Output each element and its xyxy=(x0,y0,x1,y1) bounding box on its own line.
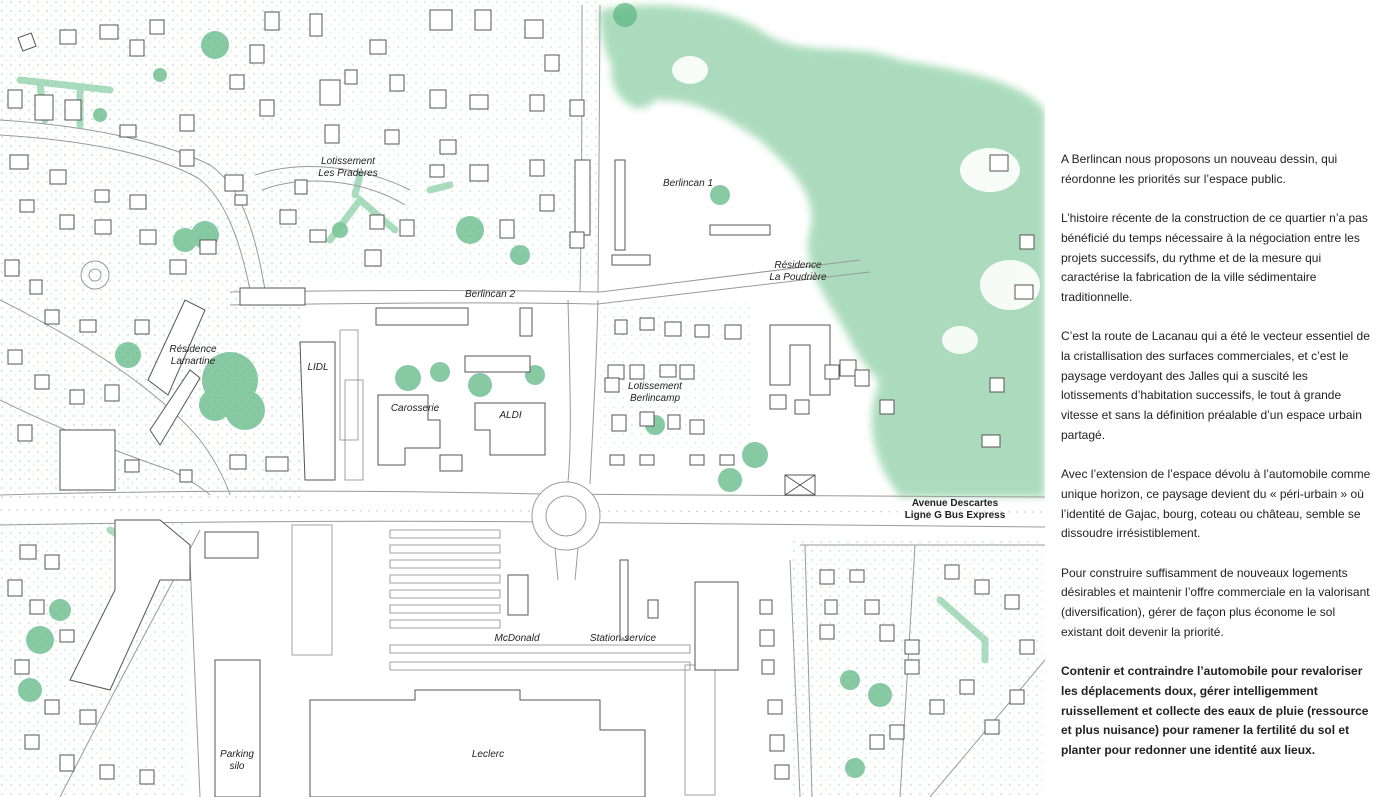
label-parking-silo-line1: Parking xyxy=(220,749,254,760)
label-lotissement-berlincamp-line2: Berlincamp xyxy=(629,393,681,404)
buildings xyxy=(4,9,1035,797)
paragraph-3: C’est la route de Lacanau qui a été le v… xyxy=(1061,329,1370,442)
paragraph-2: L’histoire récente de la construction de… xyxy=(1061,211,1368,304)
label-leclerc: Leclerc xyxy=(471,749,505,760)
woodland-clearings xyxy=(672,56,1040,354)
label-residence-lamartine-line2: Lamartine xyxy=(170,356,216,367)
label-lotissement-praderes-line2: Les Pradères xyxy=(318,168,378,179)
label-berlincan-2: Berlincan 2 xyxy=(464,289,516,300)
label-mcdonald: McDonald xyxy=(494,633,540,644)
label-avenue-descartes: Avenue Descartes Ligne G Bus Express xyxy=(880,498,1030,522)
paragraph-6-conclusion: Contenir et contraindre l’automobile pou… xyxy=(1061,664,1369,758)
label-avenue-descartes-line1: Avenue Descartes xyxy=(911,498,999,509)
label-residence-poudriere: Résidence La Poudrière xyxy=(758,260,838,284)
label-residence-poudriere-line2: La Poudrière xyxy=(769,272,827,283)
label-aldi: ALDI xyxy=(499,410,522,421)
site-plan-map: Lotissement Les Pradères Berlincan 1 Rés… xyxy=(0,0,1045,797)
parking-lots xyxy=(291,329,716,796)
label-ligne-g: Ligne G Bus Express xyxy=(904,510,1006,521)
label-lotissement-praderes: Lotissement Les Pradères xyxy=(308,156,388,180)
description-text: A Berlincan nous proposons un nouveau de… xyxy=(1061,150,1376,761)
roads xyxy=(0,4,1045,797)
label-lotissement-praderes-line1: Lotissement xyxy=(321,156,375,167)
label-lotissement-berlincamp: Lotissement Berlincamp xyxy=(615,381,695,405)
woodland-area xyxy=(600,5,1045,497)
label-residence-poudriere-line1: Résidence xyxy=(774,260,822,271)
label-lidl: LIDL xyxy=(307,362,329,373)
label-residence-lamartine: Résidence Lamartine xyxy=(153,344,233,368)
paragraph-1: A Berlincan nous proposons un nouveau de… xyxy=(1061,152,1338,186)
map-drawing xyxy=(0,0,1045,797)
label-parking-silo: Parking silo xyxy=(207,749,267,773)
paragraph-4: Avec l’extension de l’espace dévolu à l’… xyxy=(1061,467,1371,541)
label-berlincan-1: Berlincan 1 xyxy=(662,178,714,189)
label-lotissement-berlincamp-line1: Lotissement xyxy=(628,381,682,392)
label-station-service: Station-service xyxy=(589,633,657,644)
label-carosserie: Carosserie xyxy=(390,403,440,414)
label-parking-silo-line2: silo xyxy=(229,761,245,772)
paragraph-5: Pour construire suffisamment de nouveaux… xyxy=(1061,565,1370,639)
tree-clumps xyxy=(18,3,892,778)
label-residence-lamartine-line1: Résidence xyxy=(169,344,217,355)
